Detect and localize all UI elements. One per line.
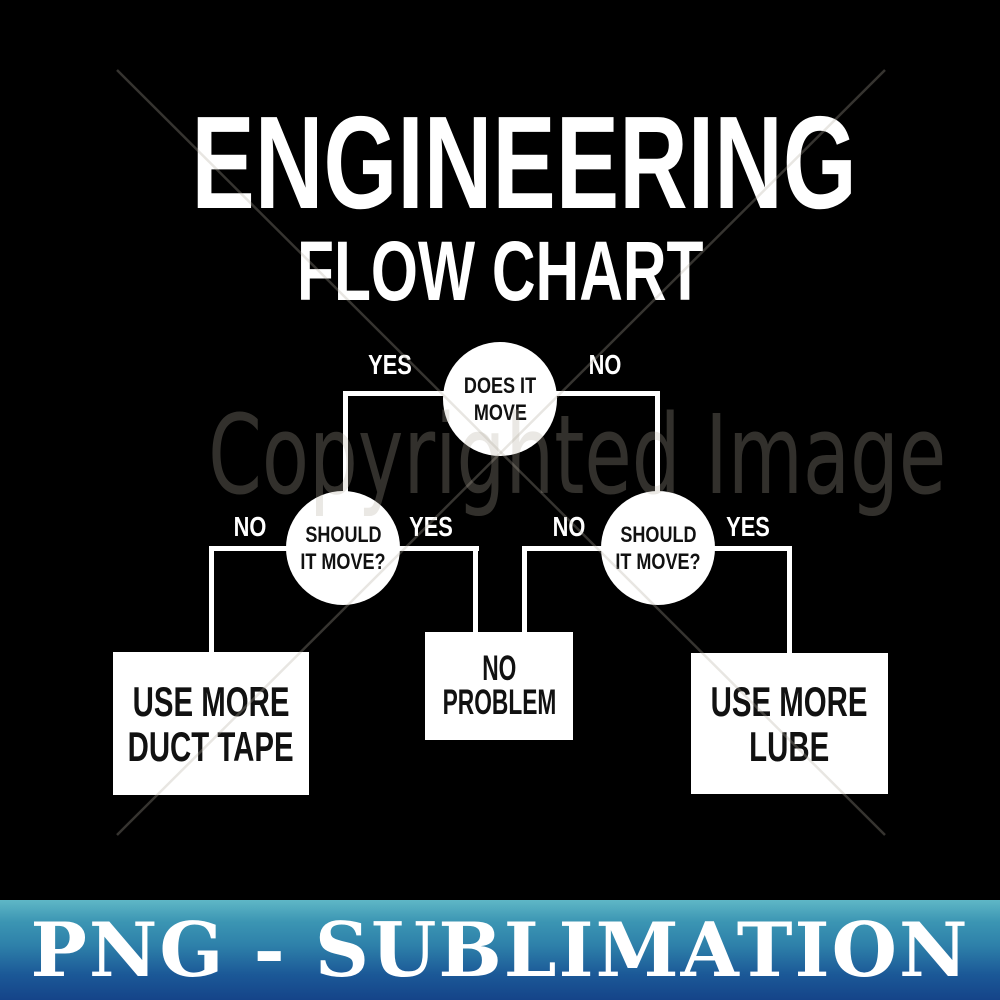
outcome-text: NO [481,649,517,688]
decision-node-text: SHOULD [304,522,382,547]
edge-label-right-yes: YES [698,512,798,542]
edge-label-left-yes: YES [381,512,481,542]
edge-label-left-no: NO [200,512,300,542]
outcome-box-lube: USE MORE LUBE [691,653,888,794]
footer-banner: PNG - SUBLIMATION [0,900,1000,1000]
outcome-box-duct-tape: USE MORE DUCT TAPE [113,652,309,795]
connector-left-yes-vertical [473,546,478,634]
outcome-text: USE MORE [132,677,290,725]
title-line-2: FLOW CHART [0,229,1000,313]
footer-banner-text: PNG - SUBLIMATION [30,906,970,994]
edge-label-text: YES [409,511,453,542]
edge-label-right-no: NO [519,512,619,542]
edge-label-text: NO [233,511,267,542]
title-line-1: ENGINEERING [24,97,1000,229]
decision-node-text: IT MOVE? [300,549,386,574]
decision-node-text: MOVE [473,400,527,425]
decision-node-text: SHOULD [619,522,697,547]
title-line-2-text: FLOW CHART [296,224,704,318]
title-line-1-text: ENGINEERING [191,89,857,236]
edge-label-root-yes: YES [340,350,440,380]
edge-label-text: NO [552,511,586,542]
decision-node-does-it-move: DOES IT MOVE [443,342,557,456]
connector-right-no-vertical [522,546,527,634]
edge-label-text: YES [368,349,412,380]
watermark-text: Copyrighted Image [208,391,947,519]
edge-label-root-no: NO [555,350,655,380]
edge-label-text: YES [726,511,770,542]
outcome-text: DUCT TAPE [127,722,295,770]
decision-node-text: DOES IT [463,373,537,398]
decision-node-should-it-move-right: SHOULD IT MOVE? [601,491,715,605]
connector-root-no-vertical [655,391,660,548]
connector-left-no-vertical [209,546,214,654]
decision-node-text: IT MOVE? [615,549,701,574]
connector-root-yes-vertical [343,391,348,548]
outcome-box-no-problem: NO PROBLEM [425,632,573,740]
outcome-text: PROBLEM [442,683,556,722]
outcome-text: LUBE [749,722,830,770]
outcome-text: USE MORE [711,677,868,725]
connector-right-yes-vertical [787,546,792,655]
edge-label-text: NO [588,349,622,380]
decision-node-should-it-move-left: SHOULD IT MOVE? [286,491,400,605]
